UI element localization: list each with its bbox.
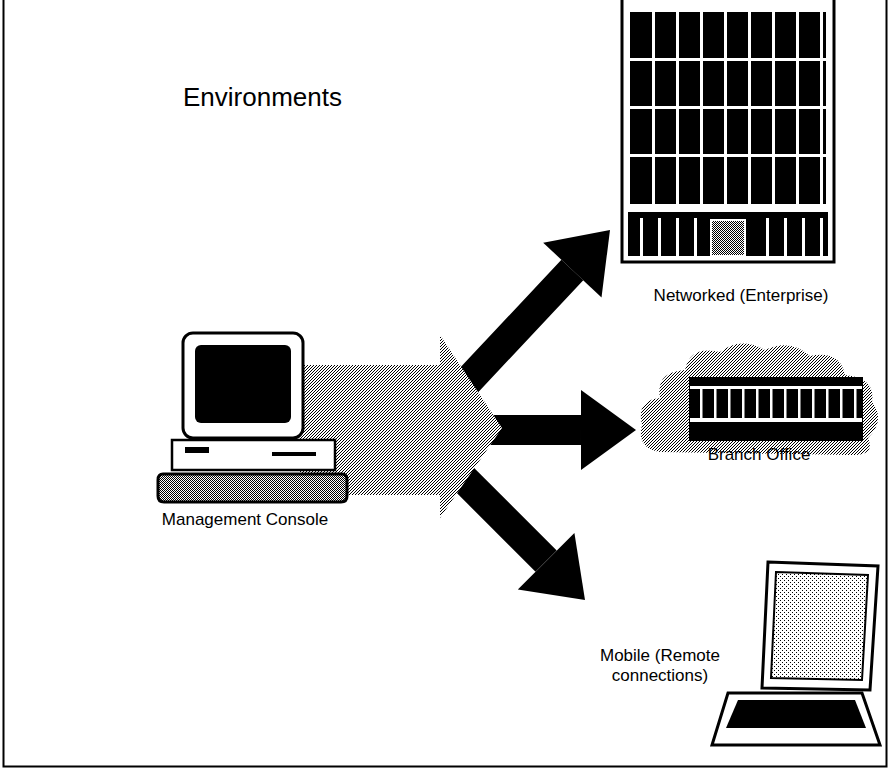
branch-window [784, 389, 787, 418]
laptop-keyboard [726, 700, 866, 728]
branch-window [826, 389, 829, 418]
base-column [658, 218, 661, 256]
branch-window [756, 389, 759, 418]
keyboard [158, 474, 347, 502]
monitor-screen [195, 345, 291, 423]
branch-window [728, 389, 731, 418]
branch-building [690, 378, 862, 440]
laptop-screen [771, 572, 868, 680]
branch-window [812, 389, 815, 418]
building-door [711, 220, 745, 256]
base-column [640, 218, 643, 256]
base-column [676, 218, 679, 256]
branch-trim [690, 418, 862, 422]
arrow-head [543, 230, 610, 297]
node-label: Management Console [120, 510, 370, 530]
node-label: Networked (Enterprise) [610, 286, 872, 306]
window-transom [630, 58, 826, 61]
arrow-head [581, 390, 636, 470]
branch-trim [690, 386, 862, 389]
base-column [820, 218, 823, 256]
window-transom [630, 154, 826, 157]
window-transom [630, 106, 826, 109]
frame [4, 0, 887, 767]
enterprise-node: Networked (Enterprise) [610, 0, 872, 312]
laptop-icon [712, 562, 880, 745]
branch-node: Branch Office [636, 335, 882, 475]
branch-window [770, 389, 773, 418]
console-node: Management Console [120, 320, 370, 540]
base-column [802, 218, 805, 256]
laptop-base [712, 693, 880, 745]
computer-icon [158, 333, 347, 502]
monitor [183, 333, 303, 438]
branch-window [854, 389, 857, 418]
base-column [766, 218, 769, 256]
building-outline [622, 0, 834, 262]
branch-window [700, 389, 703, 418]
laptop-lid [762, 562, 878, 690]
system-unit [172, 440, 335, 470]
branch-window [798, 389, 801, 418]
node-label: Branch Office [636, 445, 882, 465]
node-label: Mobile (Remote connections) [585, 646, 735, 686]
drive-slot [185, 447, 209, 453]
arrow-head [518, 533, 585, 600]
branch-window [714, 389, 717, 418]
diagram-title: Environments [183, 82, 342, 112]
building-windows [630, 12, 826, 204]
base-column [694, 218, 697, 256]
office-building-icon [622, 0, 834, 262]
branch-window [742, 389, 745, 418]
mobile-node: Mobile (Remote connections) [585, 580, 882, 750]
branch-office-icon [641, 343, 878, 455]
building-base [628, 212, 828, 256]
drive-slot [272, 452, 316, 456]
base-column [784, 218, 787, 256]
cloud [641, 343, 878, 455]
branch-window [840, 389, 843, 418]
